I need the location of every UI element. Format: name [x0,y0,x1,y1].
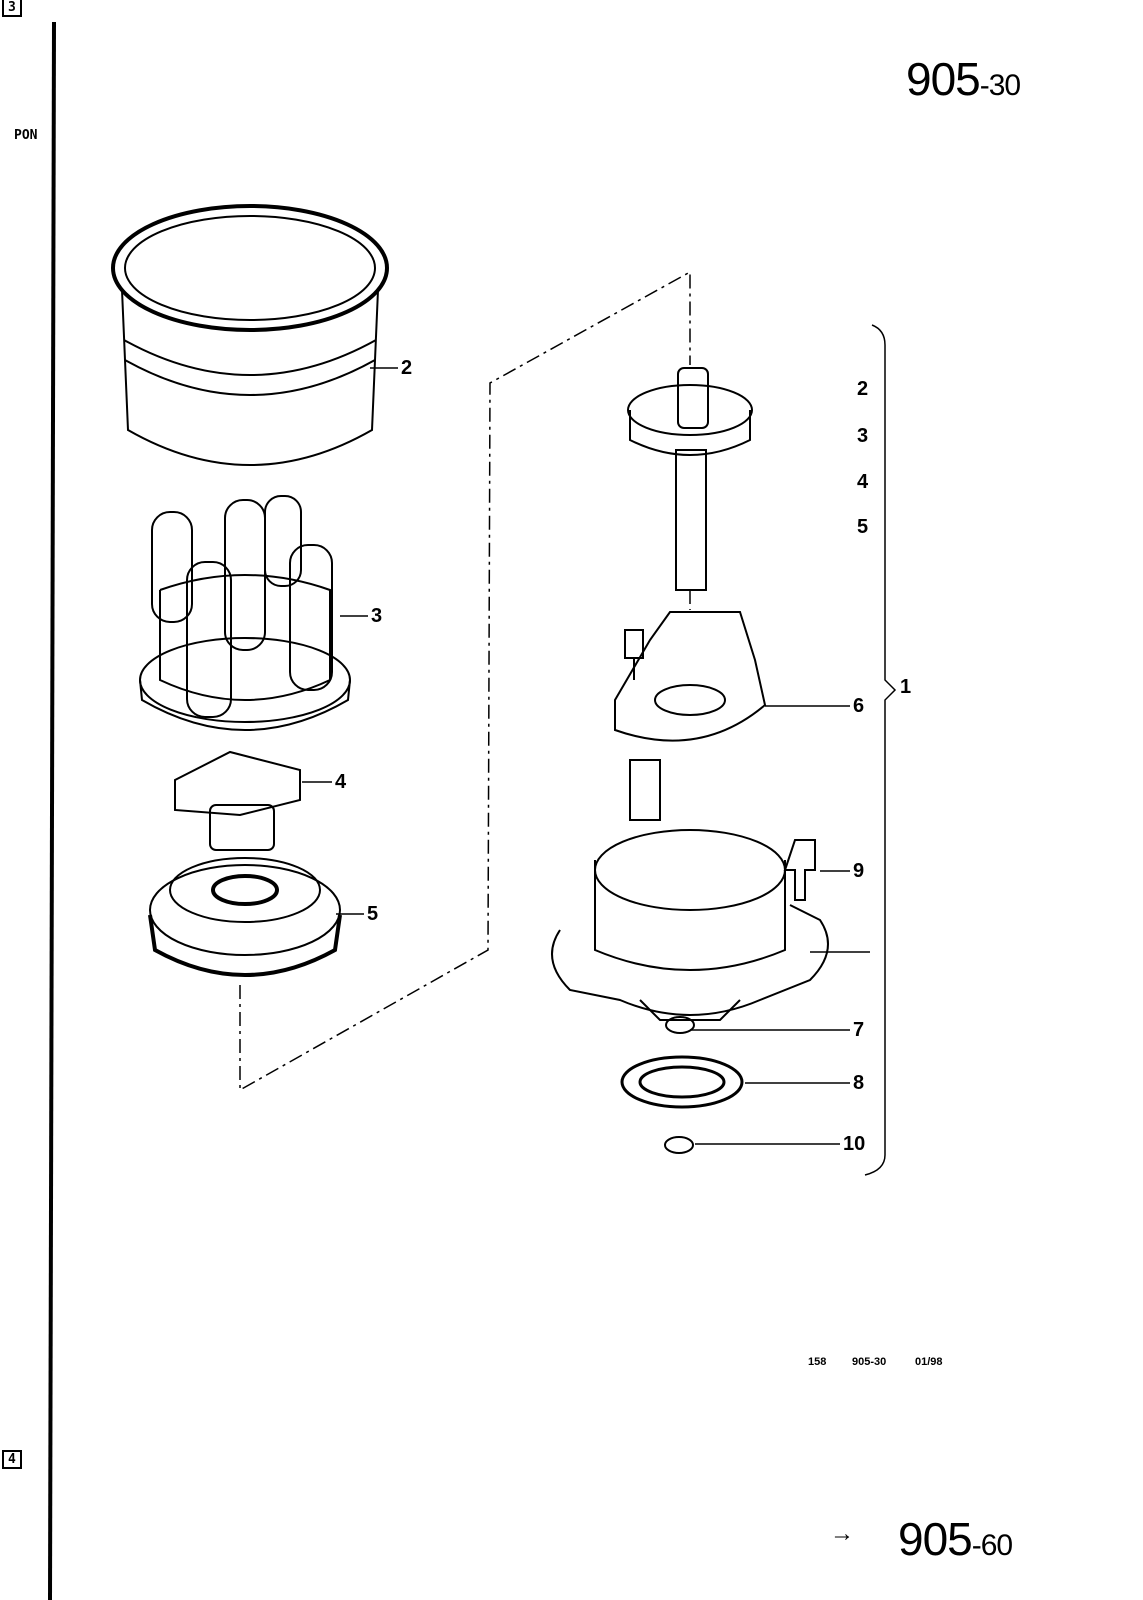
seal-ring [664,1136,694,1154]
callout-10: 10 [843,1133,866,1155]
next-section-number: 905-60 [898,1513,1013,1565]
dust-shield [148,857,342,977]
footer-page: 158 [808,1356,827,1368]
callout-6: 6 [853,695,865,717]
section-number: 905-30 [906,53,1021,105]
margin-tab-top: 3 [2,0,22,17]
callout-1: 1 [900,676,912,698]
list-item: 2 [857,378,869,400]
callout-2: 2 [401,357,413,379]
margin-line [48,21,56,1600]
hall-sender [614,611,767,742]
callout-8: 8 [853,1072,865,1094]
rotor-arm [174,750,301,851]
margin-side-text: PON [14,128,38,143]
list-item: 3 [857,425,869,447]
o-ring [620,1055,744,1109]
distributor-housing [551,759,829,1034]
trigger-wheel-shaft [627,367,753,591]
distributor-cap [139,495,351,731]
arrow-icon: → [830,1520,854,1547]
list-item: 4 [857,471,869,493]
callout-3: 3 [371,605,383,627]
callout-4: 4 [335,771,347,793]
list-item: 5 [857,516,869,538]
margin-tab-bottom: 4 [2,1450,22,1469]
callout-9: 9 [853,860,865,882]
callout-5: 5 [367,903,379,925]
callout-7: 7 [853,1019,865,1041]
footer-section: 905-30 [852,1356,887,1368]
footer-date: 01/98 [915,1356,943,1368]
distributor-cap-cover [111,204,389,466]
